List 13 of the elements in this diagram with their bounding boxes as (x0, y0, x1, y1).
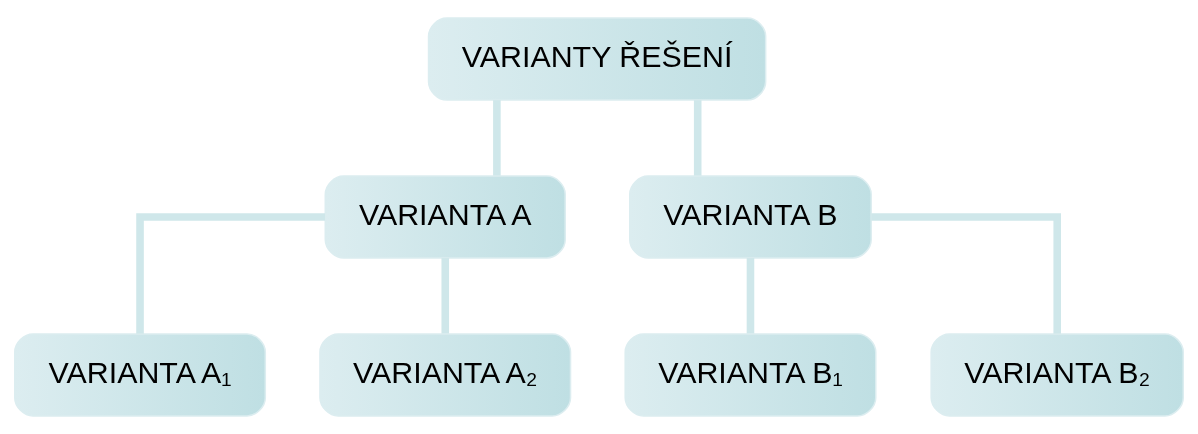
connector (441, 258, 450, 334)
node-box: VARIANTA B₁ (624, 333, 877, 417)
connector (136, 213, 326, 334)
node-box: VARIANTA B (629, 175, 872, 259)
connector (746, 258, 755, 334)
node-box: VARIANTA A (324, 175, 566, 259)
connector (493, 100, 501, 176)
node-box: VARIANTA B₂ (930, 333, 1184, 417)
connector (871, 213, 1061, 334)
node-box: VARIANTA A₁ (14, 333, 267, 417)
node-box: VARIANTY ŘEŠENÍ (427, 17, 767, 101)
connector (693, 100, 702, 176)
node-box: VARIANTA A₂ (319, 333, 572, 417)
